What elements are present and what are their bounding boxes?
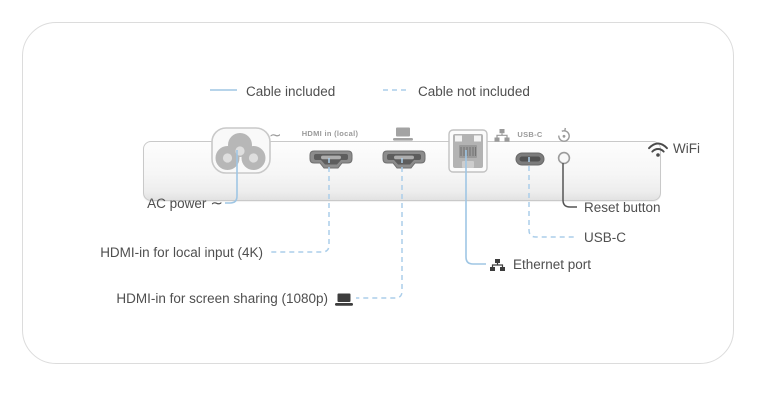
- hdmi-share-port: [382, 150, 426, 169]
- ac-power-connector: [211, 127, 271, 174]
- laptop-panel-icon: [393, 127, 413, 141]
- legend-cable-not-included-label: Cable not included: [418, 84, 530, 99]
- diagram-card: Cable included Cable not included ∼ HDMI…: [22, 22, 734, 364]
- ethernet-port: [448, 129, 488, 173]
- usbc-callout-label: USB-C: [584, 230, 627, 245]
- reset-pinhole: [557, 151, 571, 165]
- hdmi-local-panel-label: HDMI in (local): [301, 129, 359, 138]
- hdmi-share-callout-label: HDMI-in for screen sharing (1080p): [61, 291, 353, 307]
- network-callout-icon: [490, 259, 505, 271]
- reset-panel-icon: [558, 127, 570, 142]
- network-panel-icon: [494, 129, 510, 142]
- wifi-label: WiFi: [673, 141, 700, 156]
- legend-cable-included-label: Cable included: [246, 84, 336, 99]
- hdmi-local-port: [309, 150, 353, 169]
- ethernet-callout-label: Ethernet port: [490, 257, 591, 273]
- wifi-icon: [648, 142, 668, 157]
- usbc-port: [515, 152, 545, 166]
- ac-power-tilde: ∼: [210, 195, 223, 212]
- ac-power-label: AC power∼: [147, 195, 223, 212]
- laptop-callout-icon: [335, 293, 353, 306]
- usbc-panel-label: USB-C: [517, 130, 543, 139]
- ac-tilde-symbol: ∼: [269, 127, 282, 144]
- reset-callout-label: Reset button: [584, 200, 661, 215]
- hdmi-local-callout-label: HDMI-in for local input (4K): [100, 245, 263, 260]
